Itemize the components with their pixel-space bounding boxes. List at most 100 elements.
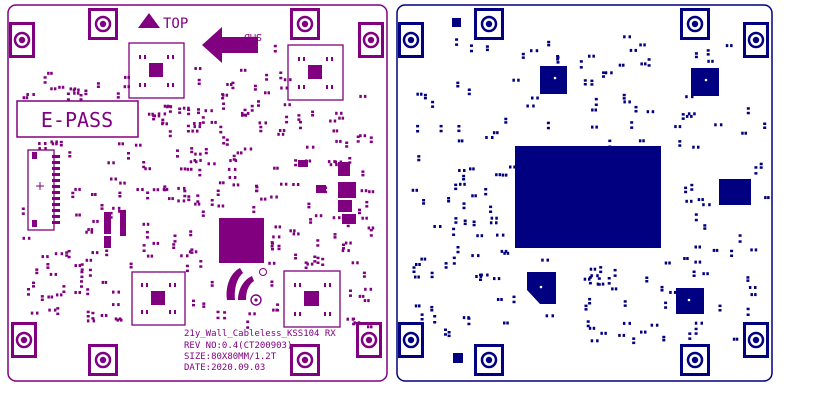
smd-pad (309, 218, 313, 221)
smd-pad (22, 96, 26, 100)
smd-pad (272, 261, 276, 265)
smd-pad (85, 230, 88, 234)
smd-pad (356, 135, 360, 138)
smd-pad (270, 245, 274, 248)
smd-pad (359, 134, 362, 138)
smd-pad (177, 199, 180, 203)
smd-pad (607, 277, 611, 280)
smd-pad (594, 103, 598, 106)
smd-pad (201, 121, 205, 124)
smd-pad (104, 314, 108, 317)
smd-pad (299, 126, 302, 130)
smd-pad (358, 211, 361, 215)
smd-pad (32, 93, 35, 96)
smd-pad (123, 209, 126, 213)
smd-pad (186, 167, 190, 171)
smd-pad (447, 200, 451, 203)
smd-pad (53, 87, 57, 91)
smd-pad (495, 173, 498, 177)
smd-pad (504, 121, 508, 124)
smd-pad (80, 275, 84, 279)
smd-pad (430, 309, 434, 312)
smd-pad (38, 142, 41, 145)
smd-pad (593, 267, 597, 271)
smd-pad (51, 142, 55, 146)
smd-pad (114, 177, 117, 181)
smd-pad (592, 54, 595, 58)
smd-pad (444, 262, 448, 265)
smd-pad (474, 194, 477, 198)
smd-pad (252, 206, 256, 209)
smd-pad (694, 218, 698, 222)
smd-pad (253, 312, 256, 316)
smd-pad (210, 284, 214, 287)
smd-pad (280, 182, 283, 186)
smd-pad (452, 233, 456, 236)
smd-pad (199, 158, 202, 162)
smd-pad (719, 123, 723, 127)
smd-pad (506, 321, 509, 325)
smd-pad (459, 182, 462, 186)
smd-pad (96, 219, 99, 223)
smd-pad (241, 113, 244, 117)
smd-pad (307, 202, 311, 206)
smd-pad (664, 261, 668, 265)
smd-pad (313, 255, 317, 258)
smd-pad (362, 275, 366, 278)
smd-pad (68, 151, 72, 154)
smd-pad (304, 266, 308, 269)
smd-pad (197, 111, 200, 115)
smd-pad (308, 159, 312, 163)
smd-pad (231, 86, 235, 90)
smd-pad (66, 92, 70, 95)
board-size: SIZE:80X80MM/1.2T (184, 352, 277, 362)
smd-pad (163, 185, 167, 188)
smd-pad (685, 114, 689, 118)
smd-pad (364, 287, 367, 291)
smd-pad (694, 52, 698, 55)
smd-pad (180, 167, 183, 171)
smd-pad (74, 264, 77, 268)
smd-pad (86, 288, 90, 291)
smd-pad (193, 122, 196, 125)
smd-pad (690, 188, 694, 191)
smd-pad (452, 262, 456, 265)
smd-pad (186, 124, 190, 128)
smd-pad (660, 289, 664, 292)
smd-pad (579, 60, 583, 63)
smd-pad (279, 71, 283, 74)
smd-pad (204, 151, 208, 155)
smd-pad (458, 169, 461, 172)
smd-pad (463, 169, 466, 172)
smd-pad (172, 243, 176, 246)
smd-pad (316, 239, 320, 242)
smd-pad (536, 96, 539, 100)
smd-pad (369, 136, 373, 139)
smd-pad (416, 92, 419, 96)
smd-pad (584, 308, 588, 311)
smd-pad (204, 109, 207, 113)
smd-pad (234, 159, 238, 163)
smd-pad (122, 219, 126, 223)
smd-pad (369, 287, 373, 291)
mounting-pad-left-br-inner (290, 344, 320, 376)
smd-pad (229, 159, 232, 163)
smd-pad (714, 123, 717, 127)
mounting-pad-left-bl-outer (11, 322, 37, 358)
right-small-components (411, 35, 770, 345)
smd-pad (236, 151, 240, 155)
smd-pad (694, 332, 698, 335)
smd-pad (310, 262, 314, 266)
smd-pad (47, 71, 50, 75)
smd-pad (176, 155, 179, 158)
smd-pad (187, 198, 191, 202)
smd-pad (703, 224, 707, 227)
smd-pad (44, 142, 47, 145)
smd-pad (645, 276, 649, 279)
smd-pad (165, 187, 169, 191)
smd-pad (228, 176, 232, 179)
smd-pad (454, 183, 458, 187)
smd-pad (173, 234, 177, 237)
smd-pad (467, 316, 470, 320)
smd-pad (746, 276, 750, 279)
